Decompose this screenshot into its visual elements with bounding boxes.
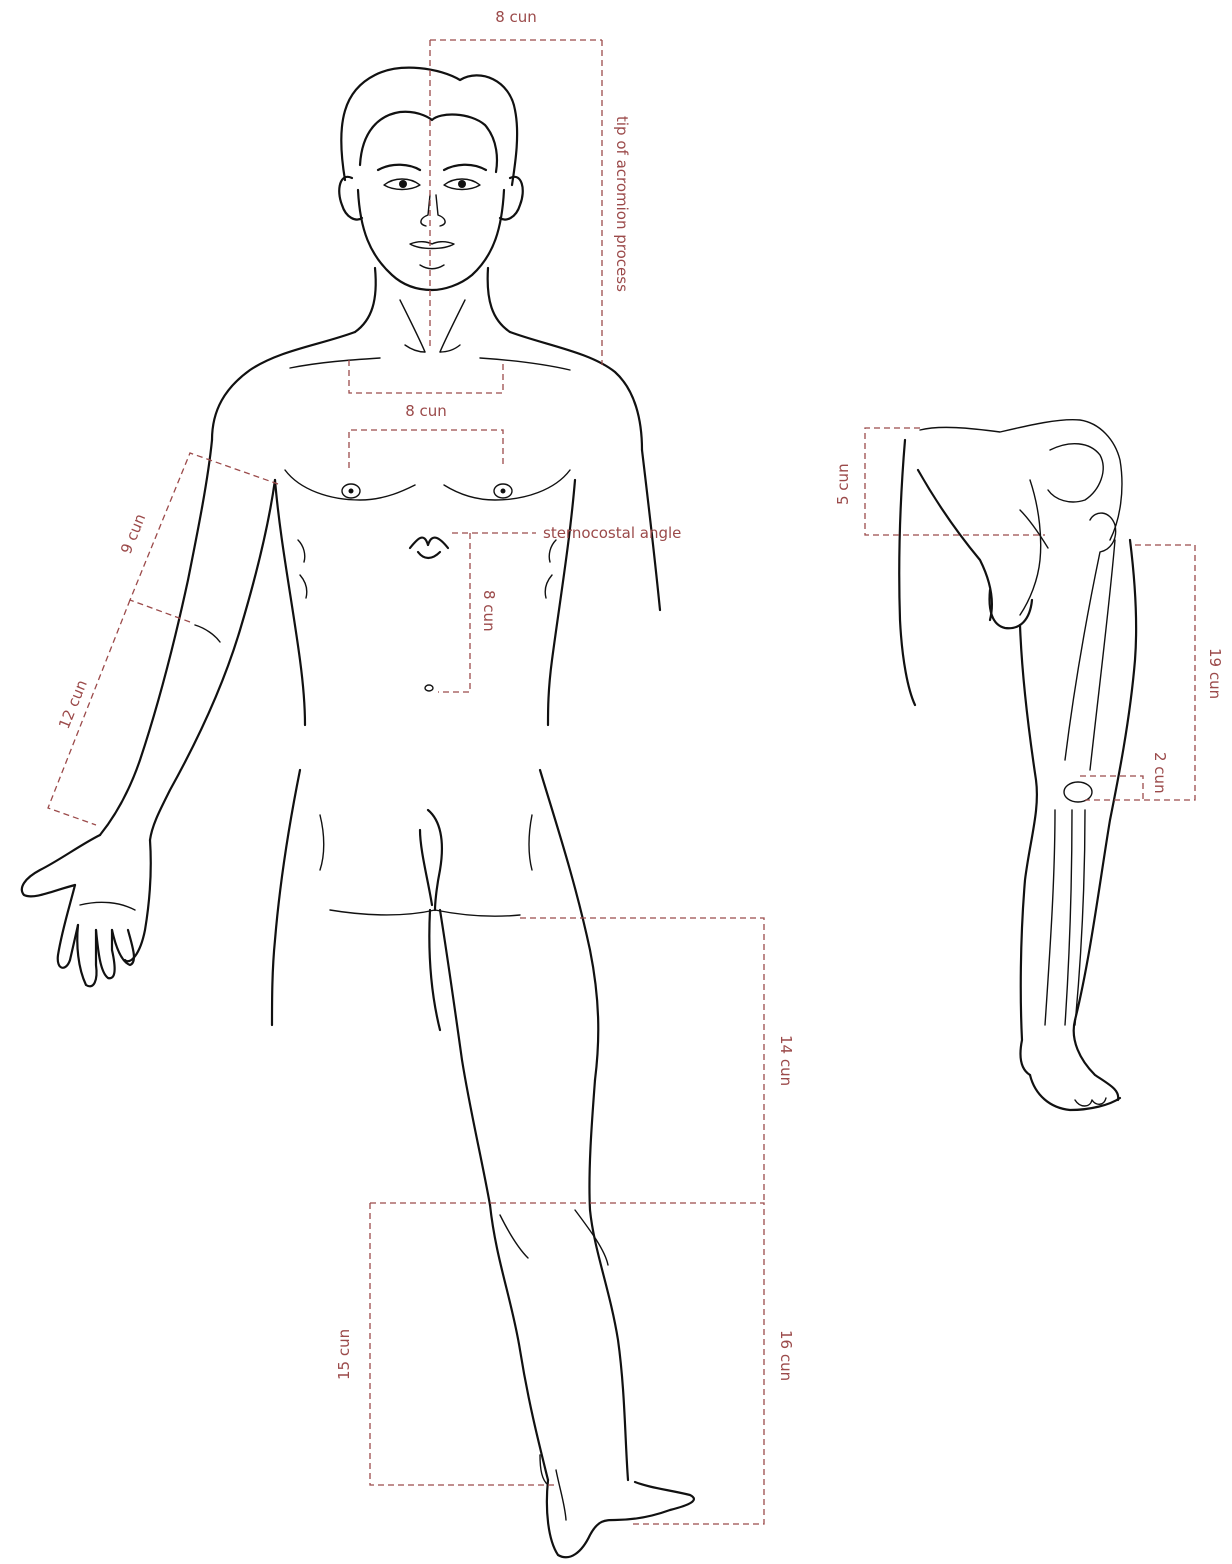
calf-inner-label: 15 cun (335, 1329, 353, 1380)
back-legs-outline (272, 770, 694, 1557)
side-leg-outline (899, 420, 1136, 1110)
hip-measure (865, 428, 1045, 535)
leg-side-label: 19 cun (1206, 648, 1224, 699)
nipple-width-measure (349, 430, 503, 468)
knee-label: 2 cun (1151, 752, 1169, 794)
thigh-back-measure (520, 918, 764, 1203)
forearm-label: 12 cun (55, 677, 91, 731)
acromion-label: tip of acromion process (613, 116, 631, 292)
knee-measure (1080, 776, 1143, 800)
sternocostal-label: sternocostal angle (543, 524, 681, 542)
calf-measure (370, 1203, 764, 1524)
upper-arm-label: 9 cun (117, 511, 149, 556)
clavicle-width-measure (349, 360, 503, 393)
clavicle-width-label: 8 cun (405, 402, 447, 420)
head-width-measure (430, 40, 602, 365)
calf-outer-label: 16 cun (777, 1330, 795, 1381)
torso-outline (212, 268, 642, 725)
sternum-navel-label: 8 cun (480, 590, 498, 632)
hip-label: 5 cun (834, 463, 852, 505)
head-outline (339, 68, 523, 290)
head-width-label: 8 cun (495, 8, 537, 26)
upper-arm-measure (130, 453, 278, 622)
thigh-back-label: 14 cun (777, 1035, 795, 1086)
